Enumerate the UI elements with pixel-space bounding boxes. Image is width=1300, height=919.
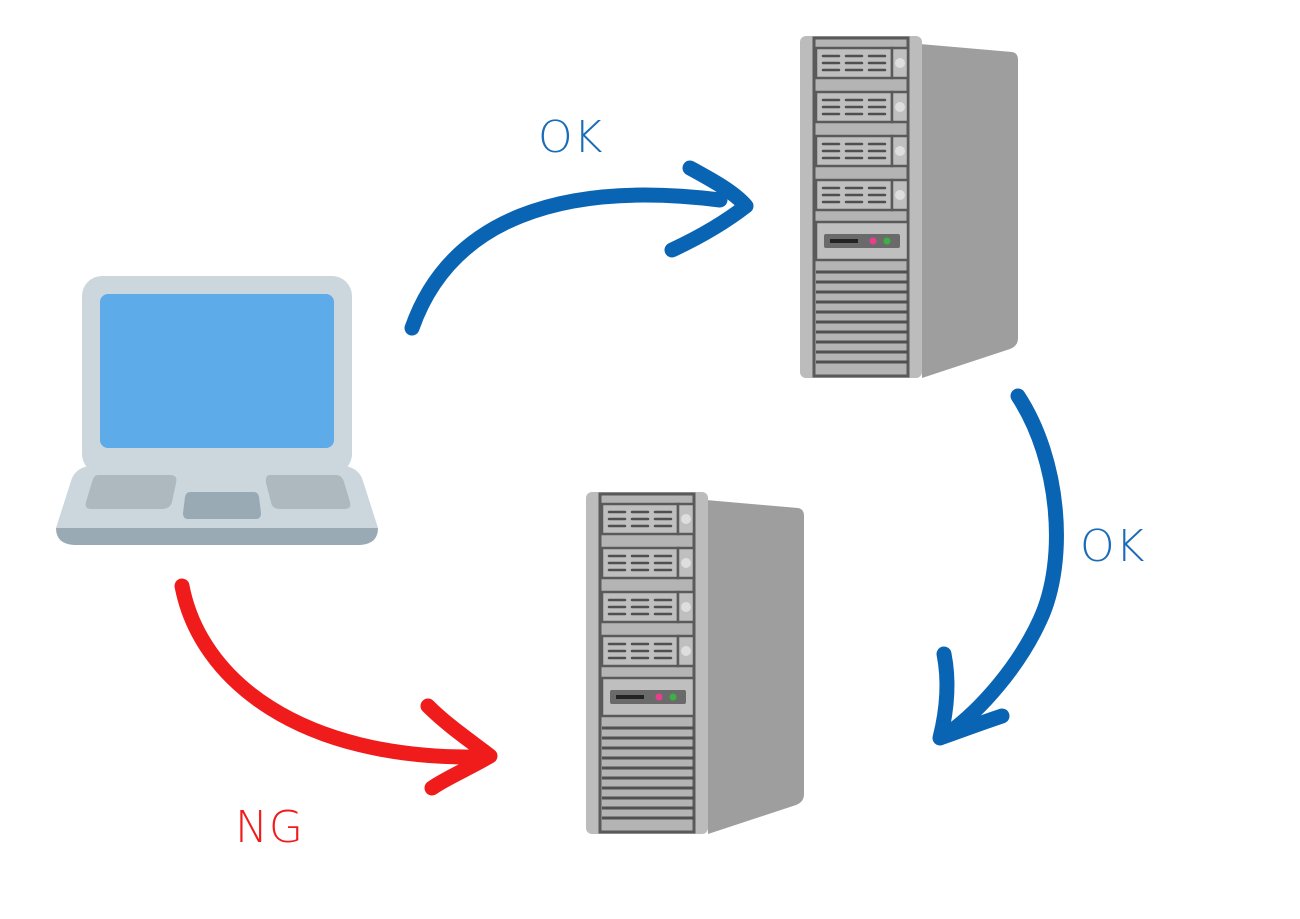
laptop-base-edge <box>56 528 378 545</box>
laptop-palmrest-left <box>85 475 177 509</box>
laptop-screen <box>100 294 334 448</box>
server-icon <box>798 34 1020 380</box>
arrow-ng-client-to-server-b <box>174 578 498 796</box>
edge-label-ok: OK <box>1080 521 1146 572</box>
edge-label-ng: NG <box>235 802 305 853</box>
laptop-icon <box>56 276 378 545</box>
server-icon <box>584 490 806 836</box>
arrow-ok-server-a-to-server-b <box>932 388 1064 746</box>
edge-label-ok: OK <box>538 112 604 163</box>
arrow-ok-client-to-server-a <box>404 160 754 336</box>
laptop-palmrest-right <box>265 475 351 509</box>
laptop-touchpad <box>183 492 261 519</box>
